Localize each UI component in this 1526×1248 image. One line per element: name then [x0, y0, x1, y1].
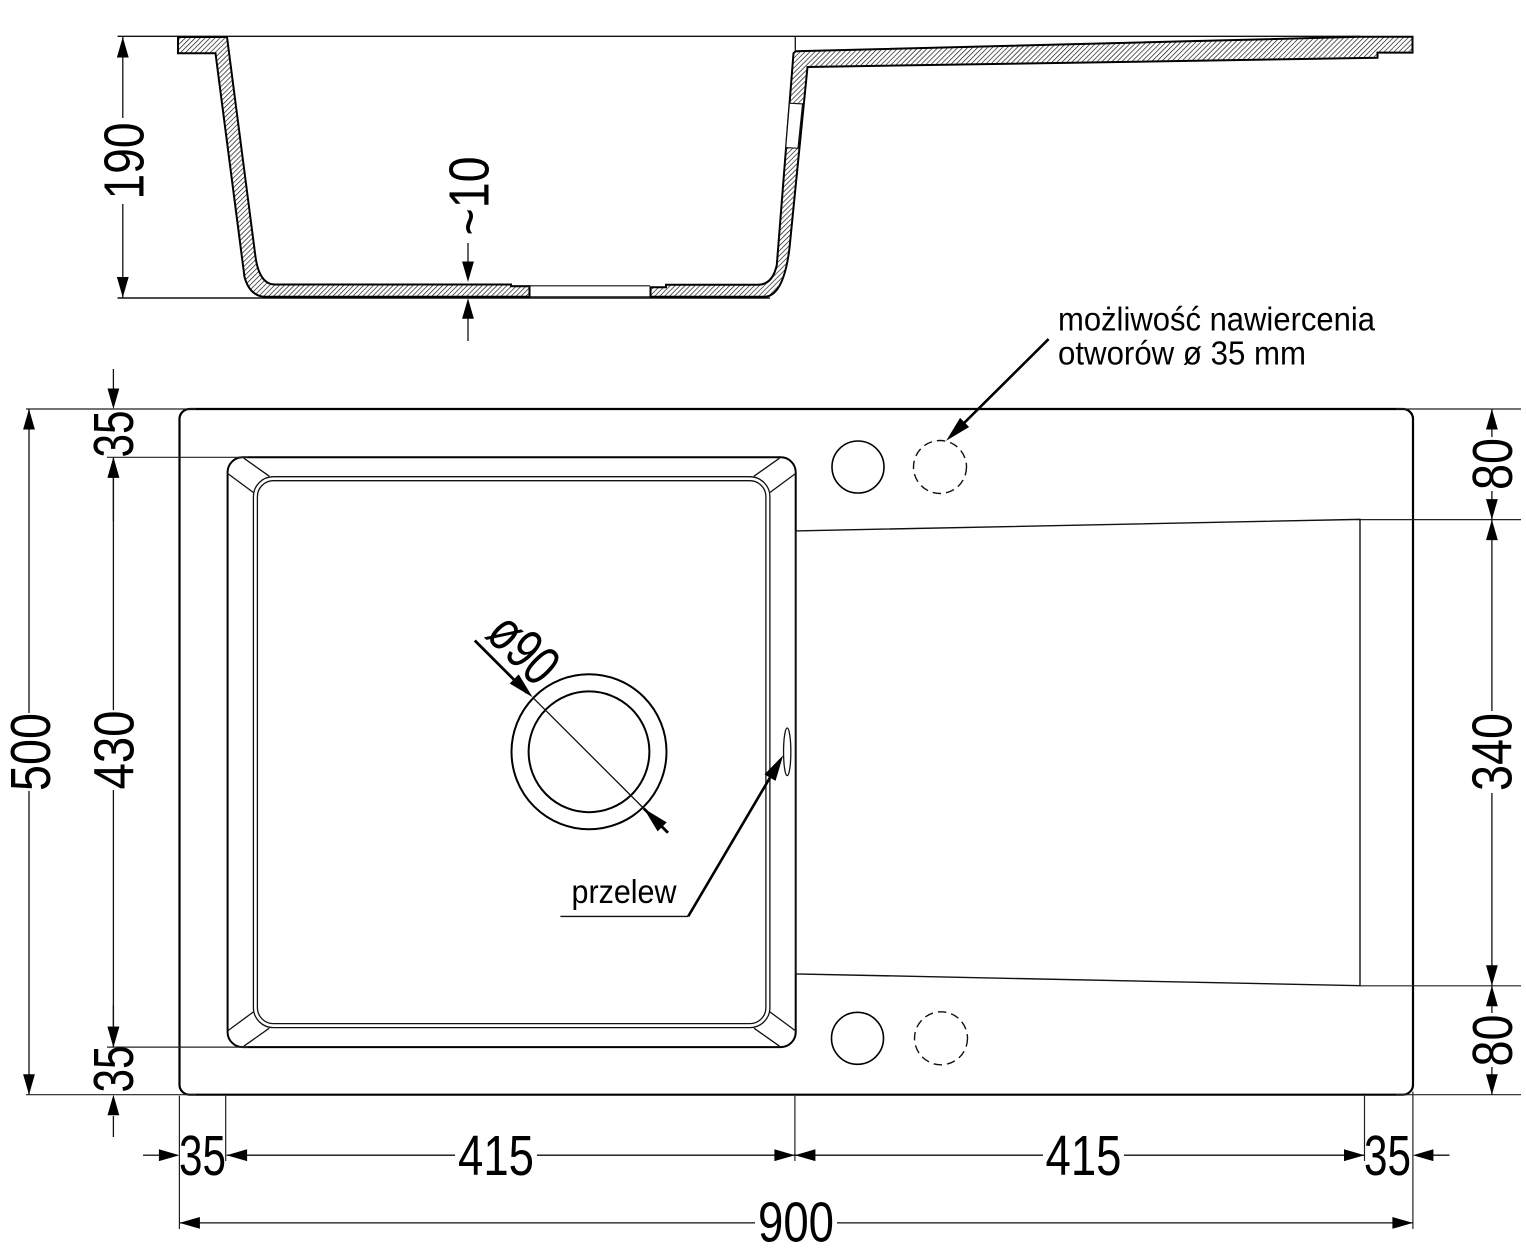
svg-text:35: 35: [1364, 1124, 1411, 1188]
svg-text:35: 35: [179, 1124, 226, 1188]
svg-text:80: 80: [1461, 1015, 1525, 1067]
svg-text:415: 415: [1046, 1124, 1122, 1188]
svg-text:przelew: przelew: [572, 873, 677, 910]
svg-text:80: 80: [1461, 438, 1525, 490]
svg-text:otworów ø 35 mm: otworów ø 35 mm: [1058, 335, 1306, 372]
svg-text:340: 340: [1461, 713, 1525, 791]
svg-text:możliwość nawiercenia: możliwość nawiercenia: [1058, 301, 1376, 338]
svg-text:35: 35: [82, 1046, 146, 1093]
svg-text:500: 500: [0, 713, 63, 791]
svg-text:~10: ~10: [438, 157, 502, 236]
svg-text:35: 35: [82, 411, 146, 458]
svg-text:430: 430: [82, 711, 146, 790]
svg-text:415: 415: [458, 1124, 534, 1188]
svg-text:190: 190: [93, 123, 157, 200]
svg-text:900: 900: [758, 1191, 834, 1248]
